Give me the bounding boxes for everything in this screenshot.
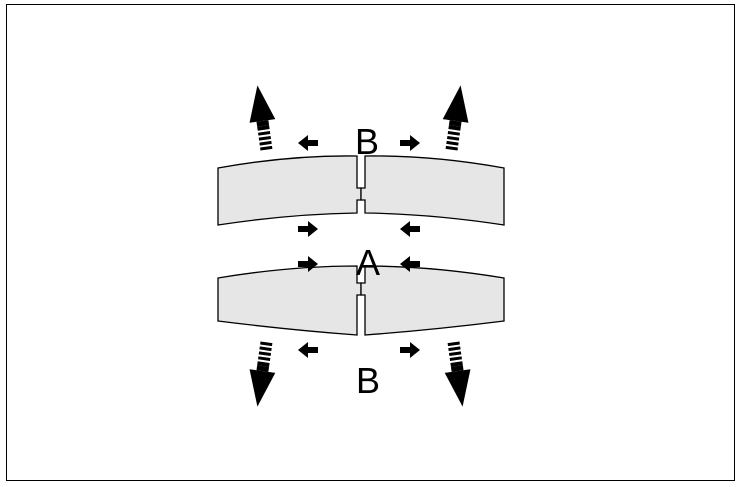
label-bottom-b: B bbox=[356, 360, 380, 401]
bottom-segment-right-half bbox=[360, 265, 505, 336]
small-arrow-bottom-right bbox=[400, 342, 420, 358]
big-arrow-top-right bbox=[442, 85, 469, 151]
diagram-frame bbox=[6, 4, 735, 481]
big-arrow-bottom-right bbox=[444, 341, 471, 407]
small-arrow-top-right bbox=[400, 135, 420, 151]
top-segment bbox=[217, 155, 505, 226]
small-arrow-mid1-right bbox=[400, 221, 420, 237]
bottom-segment bbox=[217, 265, 505, 336]
label-middle-a: A bbox=[356, 242, 380, 283]
small-arrow-bottom-left bbox=[298, 342, 318, 358]
small-arrow-top-left bbox=[298, 135, 318, 151]
label-top-b: B bbox=[355, 121, 379, 162]
bottom-segment-left-half bbox=[217, 265, 362, 336]
top-segment-right-half bbox=[360, 155, 505, 226]
big-arrow-top-left bbox=[249, 85, 276, 151]
top-segment-left-half bbox=[217, 155, 362, 226]
small-arrow-mid1-left bbox=[298, 221, 318, 237]
big-arrow-bottom-left bbox=[249, 341, 276, 407]
